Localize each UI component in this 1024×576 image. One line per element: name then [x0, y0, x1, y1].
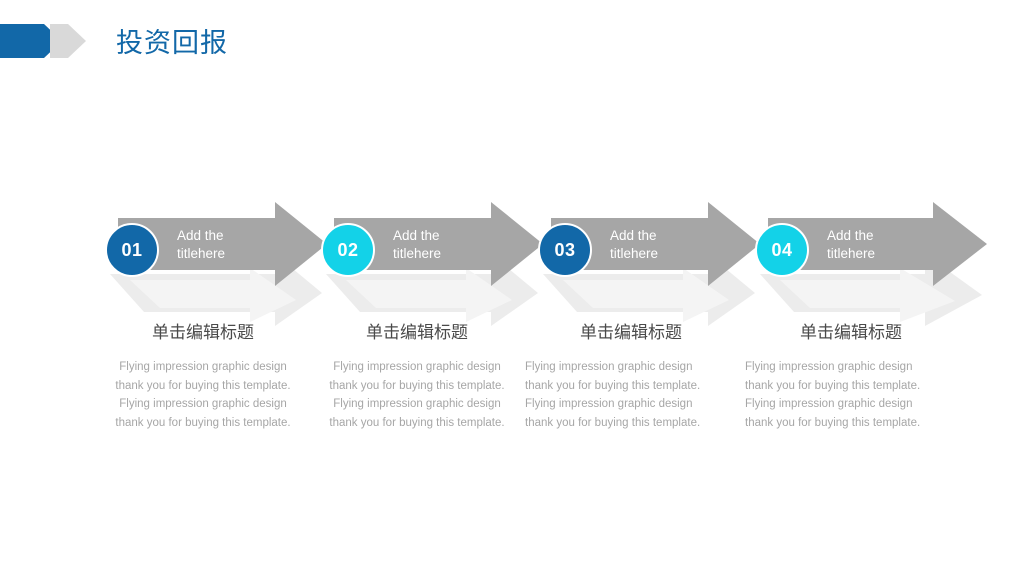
- detail-body-4: Flying impression graphic design thank y…: [745, 358, 957, 432]
- step-shadow-01: [100, 196, 350, 326]
- detail-body-line: thank you for buying this template.: [525, 379, 701, 392]
- process-step-01[interactable]: 01 Add the titlehere: [100, 196, 350, 326]
- process-step-04[interactable]: 04 Add the titlehere: [750, 196, 1000, 326]
- step-label-line2: titlehere: [393, 246, 442, 261]
- step-number-badge-03[interactable]: 03: [538, 223, 592, 277]
- step-number-badge-01[interactable]: 01: [105, 223, 159, 277]
- step-label-02: Add the titlehere: [393, 227, 485, 263]
- detail-body-line: Flying impression graphic design: [333, 398, 501, 410]
- detail-heading-3: 单击编辑标题: [580, 323, 682, 342]
- step-arrow-shape-03: [533, 196, 783, 326]
- detail-body-line: Flying impression graphic design: [525, 398, 693, 410]
- step-label-line2: titlehere: [177, 246, 226, 261]
- step-shadow-03: [533, 196, 783, 326]
- detail-body-line: Flying impression graphic design: [119, 398, 287, 410]
- detail-body-1: Flying impression graphic design thank y…: [97, 358, 309, 432]
- detail-body-line: thank you for buying this template.: [525, 416, 701, 429]
- detail-body-line: thank you for buying this template.: [115, 416, 291, 429]
- process-arrow-row: 01 Add the titlehere 02 Add the titleher…: [0, 196, 1024, 326]
- step-shadow-02: [316, 196, 566, 326]
- step-label-line1: Add the: [393, 228, 440, 243]
- detail-body-line: thank you for buying this template.: [745, 379, 921, 392]
- detail-body-line: thank you for buying this template.: [329, 416, 505, 429]
- detail-body-line: thank you for buying this template.: [745, 416, 921, 429]
- step-arrow-shape-04: [750, 196, 1000, 326]
- detail-heading-4: 单击编辑标题: [800, 323, 902, 342]
- process-step-03[interactable]: 03 Add the titlehere: [533, 196, 783, 326]
- detail-body-line: thank you for buying this template.: [115, 379, 291, 392]
- slide-header: 投资回报: [0, 0, 1024, 90]
- process-step-02[interactable]: 02 Add the titlehere: [316, 196, 566, 326]
- step-number-badge-02[interactable]: 02: [321, 223, 375, 277]
- step-label-line1: Add the: [610, 228, 657, 243]
- step-label-line2: titlehere: [827, 246, 876, 261]
- detail-body-line: Flying impression graphic design: [525, 361, 693, 373]
- detail-column-2: 单击编辑标题 Flying impression graphic design …: [311, 320, 523, 432]
- step-label-03: Add the titlehere: [610, 227, 702, 263]
- page-title: 投资回报: [116, 28, 228, 58]
- detail-column-3: 单击编辑标题 Flying impression graphic design …: [525, 320, 737, 432]
- detail-body-line: thank you for buying this template.: [329, 379, 505, 392]
- detail-heading-1: 单击编辑标题: [152, 323, 254, 342]
- step-label-line1: Add the: [177, 228, 224, 243]
- step-label-04: Add the titlehere: [827, 227, 919, 263]
- step-label-01: Add the titlehere: [177, 227, 269, 263]
- step-label-line2: titlehere: [610, 246, 659, 261]
- detail-body-2: Flying impression graphic design thank y…: [311, 358, 523, 432]
- detail-heading-2: 单击编辑标题: [366, 323, 468, 342]
- detail-column-1: 单击编辑标题 Flying impression graphic design …: [97, 320, 309, 432]
- detail-body-line: Flying impression graphic design: [745, 398, 913, 410]
- detail-column-4: 单击编辑标题 Flying impression graphic design …: [745, 320, 957, 432]
- detail-body-line: Flying impression graphic design: [333, 361, 501, 373]
- step-arrow-shape-01: [100, 196, 350, 326]
- detail-columns-row: 单击编辑标题 Flying impression graphic design …: [0, 320, 1024, 460]
- detail-body-3: Flying impression graphic design thank y…: [525, 358, 737, 432]
- step-number-badge-04[interactable]: 04: [755, 223, 809, 277]
- header-arrow-chevron-icon: [0, 24, 90, 58]
- step-shadow-04: [750, 196, 1000, 326]
- detail-body-line: Flying impression graphic design: [745, 361, 913, 373]
- step-label-line1: Add the: [827, 228, 874, 243]
- step-arrow-shape-02: [316, 196, 566, 326]
- detail-body-line: Flying impression graphic design: [119, 361, 287, 373]
